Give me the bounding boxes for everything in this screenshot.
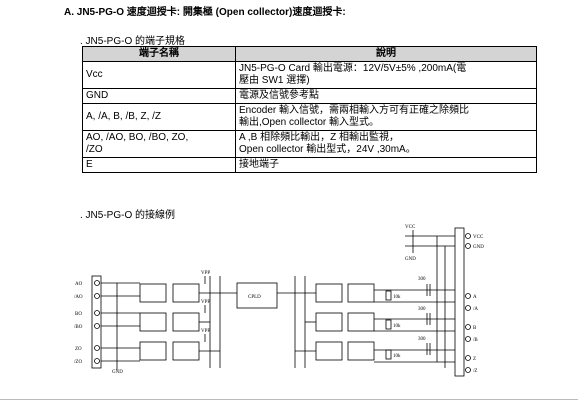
- vcc-label: VCC: [405, 225, 416, 230]
- cpld-chip: [236, 282, 278, 309]
- table-row: A, /A, B, /B, Z, /Z Encoder 輸入信號，需兩相輸入方可…: [82, 103, 537, 131]
- terminal-label-not-a: /A: [473, 307, 478, 312]
- terminal-description: 接地端子: [235, 157, 537, 173]
- resistor-10k: [385, 349, 392, 360]
- optocoupler: [315, 341, 343, 361]
- terminal-label-not-z: /Z: [473, 369, 477, 374]
- table-row: AO, /AO, BO, /BO, ZO,/ZO A ,B 相除頻比輸出，Z 相…: [82, 130, 537, 158]
- terminal-label-bo: BO: [75, 312, 82, 317]
- table-row: Vcc JN5-PG-O Card 輸出電源：12V/5V±5% ,200mA(…: [82, 61, 537, 89]
- terminal-spec-table: 端子名稱 說明 Vcc JN5-PG-O Card 輸出電源：12V/5V±5%…: [82, 46, 537, 173]
- resistor-10k: [385, 290, 392, 301]
- optocoupler: [139, 283, 167, 303]
- resistor-label: 10k: [393, 295, 401, 300]
- table-header-row: 端子名稱 說明: [82, 46, 537, 62]
- section-title-wiring-example: . JN5-PG-O 的接線例: [80, 210, 176, 221]
- terminal-label-vcc: VCC: [473, 235, 484, 240]
- column-header-description: 說明: [235, 46, 537, 62]
- resistor-label: 10k: [393, 324, 401, 329]
- page-border: [0, 399, 578, 400]
- terminal-name: AO, /AO, BO, /BO, ZO,/ZO: [82, 130, 236, 158]
- resistor-10k: [385, 319, 392, 330]
- gnd-label: GND: [112, 370, 123, 375]
- terminal-description: A ,B 相除頻比輸出，Z 相輸出監視，Open collector 輸出型式，…: [235, 130, 537, 158]
- resistor-label: 300: [418, 307, 426, 312]
- resistor-label: 300: [418, 337, 426, 342]
- optocoupler: [172, 312, 200, 332]
- optocoupler: [347, 341, 375, 361]
- terminal-name: E: [82, 157, 236, 173]
- resistor-label: 300: [418, 277, 426, 282]
- terminal-label-not-ao: /AO: [74, 295, 83, 300]
- table-row: E 接地端子: [82, 157, 537, 173]
- gnd-label: GND: [405, 257, 416, 262]
- terminal-label-zo: ZO: [75, 347, 82, 352]
- terminal-label-b: B: [473, 326, 477, 331]
- optocoupler: [315, 283, 343, 303]
- optocoupler: [315, 312, 343, 332]
- optocoupler: [139, 312, 167, 332]
- terminal-label-z: Z: [473, 357, 476, 362]
- section-title-terminal-spec: . JN5-PG-O 的端子規格: [80, 36, 186, 47]
- optocoupler: [172, 283, 200, 303]
- terminal-label-not-b: /B: [473, 338, 478, 343]
- terminal-label-not-zo: /ZO: [74, 360, 82, 365]
- optocoupler: [139, 341, 167, 361]
- cpld-label: CPLD: [248, 295, 261, 300]
- vpp-label: VPP: [201, 329, 210, 334]
- terminal-label-ao: AO: [75, 282, 83, 287]
- left-terminal-block: [91, 275, 102, 369]
- page-heading: A. JN5-PG-O 速度迴授卡: 開集極 (Open collector)速…: [64, 7, 346, 18]
- vpp-label: VPP: [201, 300, 210, 305]
- optocoupler: [347, 283, 375, 303]
- right-terminal-block: [454, 227, 465, 377]
- resistor-label: 10k: [393, 354, 401, 359]
- terminal-label-gnd: GND: [473, 245, 484, 250]
- optocoupler: [347, 312, 375, 332]
- terminal-label-a: A: [473, 295, 477, 300]
- terminal-name: A, /A, B, /B, Z, /Z: [82, 103, 236, 131]
- vpp-label: VPP: [201, 271, 210, 276]
- optocoupler: [172, 341, 200, 361]
- column-header-terminal-name: 端子名稱: [82, 46, 236, 62]
- terminal-label-not-bo: /BO: [74, 325, 83, 330]
